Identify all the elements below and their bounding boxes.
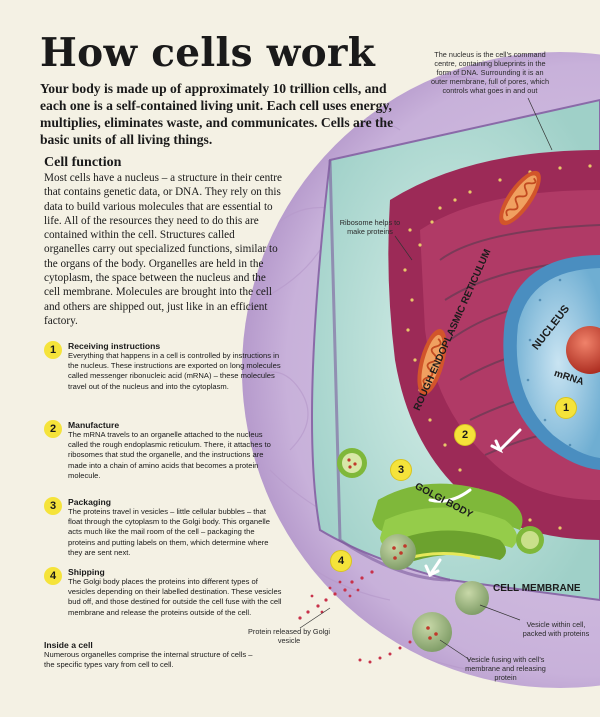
step-number: 2 xyxy=(44,420,62,438)
page-title: How cells work xyxy=(40,30,376,76)
inside-a-cell: Inside a cell Numerous organelles compri… xyxy=(44,640,284,670)
flow-arrows xyxy=(424,428,522,578)
golgi-body xyxy=(372,483,544,563)
inside-body: Numerous organelles comprise the interna… xyxy=(44,650,253,670)
step-title: Receiving instructions xyxy=(68,341,161,351)
protein-annotation: Protein released by Golgi vesicle xyxy=(248,627,330,645)
step-title: Manufacture xyxy=(68,420,120,430)
step-body: The proteins travel in vesicles – little… xyxy=(68,507,270,557)
vesicles xyxy=(337,448,489,652)
step-body: Everything that happens in a cell is con… xyxy=(68,351,281,391)
inside-title: Inside a cell xyxy=(44,640,93,650)
step-number: 1 xyxy=(44,341,62,359)
mitochondria xyxy=(417,170,541,395)
intro-paragraph: Your body is made up of approximately 10… xyxy=(40,81,394,147)
released-protein xyxy=(298,570,412,664)
vesicle-fusing-annotation: Vesicle fusing with cell’s membrane and … xyxy=(465,655,546,682)
step-body: The Golgi body places the proteins into … xyxy=(68,577,282,617)
vesicle-annotation: Vesicle within cell, packed with protein… xyxy=(522,620,590,638)
step-body: The mRNA travels to an organelle attache… xyxy=(68,430,271,480)
step-title: Shipping xyxy=(68,567,105,577)
cell-function-heading: Cell function xyxy=(44,155,122,170)
marker-4: 4 xyxy=(330,550,352,572)
marker-3: 3 xyxy=(390,459,412,481)
step-number: 4 xyxy=(44,567,62,585)
marker-1: 1 xyxy=(555,397,577,419)
nucleus xyxy=(503,255,600,470)
cell-function-body: Most cells have a nucleus – a structure … xyxy=(44,172,282,327)
nucleus-annotation: The nucleus is the cell’s command centre… xyxy=(430,50,550,95)
marker-2: 2 xyxy=(454,424,476,446)
step-number: 3 xyxy=(44,497,62,515)
ribosome-annotation: Ribosome helps to make proteins xyxy=(339,218,401,236)
membrane-label: CELL MEMBRANE xyxy=(493,583,581,594)
leader-lines xyxy=(299,97,553,661)
step-title: Packaging xyxy=(68,497,111,507)
